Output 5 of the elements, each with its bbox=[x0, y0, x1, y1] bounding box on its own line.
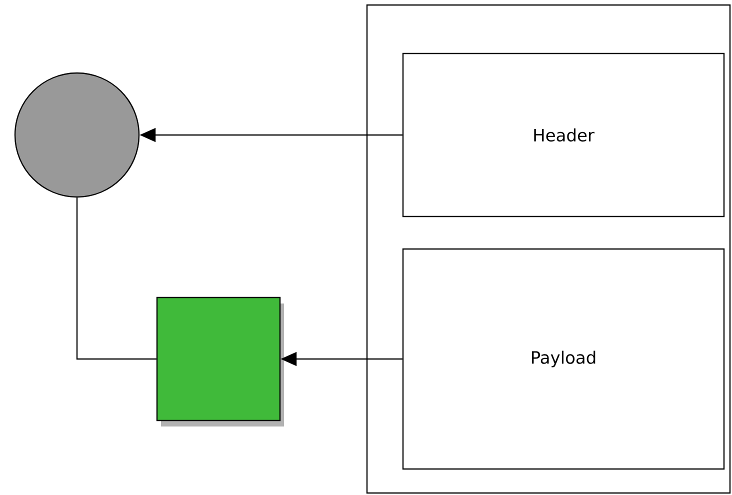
connector-line bbox=[76, 198, 156, 360]
square bbox=[156, 296, 284, 426]
text-box: Payload bbox=[402, 248, 725, 470]
circle bbox=[14, 72, 140, 198]
text-box: Header bbox=[402, 52, 725, 218]
